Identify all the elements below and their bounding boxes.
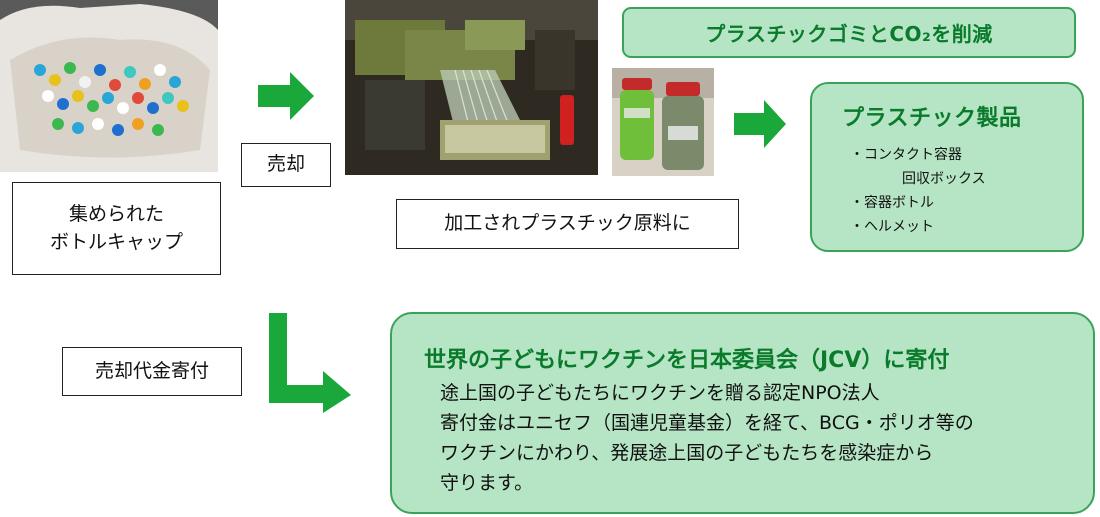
arrow-down-right-icon bbox=[265, 313, 355, 413]
processing-machine-photo bbox=[345, 0, 598, 175]
collected-caps-box: 集められた ボトルキャップ bbox=[12, 182, 221, 275]
sell-box: 売却 bbox=[241, 143, 331, 187]
reduce-banner-text: プラスチックゴミとCO₂を削減 bbox=[705, 22, 993, 46]
donate-proceeds-box: 売却代金寄付 bbox=[62, 347, 242, 396]
jcv-title: 世界の子どもにワクチンを日本委員会（JCV）に寄付 bbox=[424, 348, 950, 373]
donate-proceeds-label: 売却代金寄付 bbox=[94, 359, 209, 382]
collected-caps-line2: ボトルキャップ bbox=[49, 230, 183, 253]
reduce-banner: プラスチックゴミとCO₂を削減 bbox=[622, 7, 1076, 58]
product-item-1: ・コンタクト容器 bbox=[850, 147, 962, 163]
plastic-products-title: プラスチック製品 bbox=[842, 106, 1022, 131]
plastic-products-box: プラスチック製品 ・コンタクト容器 回収ボックス ・容器ボトル ・ヘルメット bbox=[810, 82, 1084, 252]
jcv-line-1: 途上国の子どもたちにワクチンを贈る認定NPO法人 bbox=[440, 382, 880, 404]
processed-material-box: 加工されプラスチック原料に bbox=[396, 199, 739, 249]
collected-caps-line1: 集められた bbox=[68, 202, 164, 225]
arrow-right-icon-2 bbox=[734, 100, 786, 148]
jcv-line-3: ワクチンにかわり、発展途上国の子どもたちを感染症から bbox=[440, 442, 934, 464]
sell-label: 売却 bbox=[266, 153, 305, 176]
jcv-line-2: 寄付金はユニセフ（国連児童基金）を経て、BCG・ポリオ等の bbox=[440, 412, 974, 434]
processed-material-label: 加工されプラスチック原料に bbox=[444, 212, 691, 235]
bottle-caps-photo bbox=[0, 0, 218, 172]
product-item-2: 回収ボックス bbox=[902, 171, 986, 187]
jcv-line-4: 守ります。 bbox=[440, 472, 534, 494]
arrow-right-icon bbox=[258, 72, 314, 120]
jcv-donation-box: 世界の子どもにワクチンを日本委員会（JCV）に寄付 途上国の子どもたちにワクチン… bbox=[390, 312, 1095, 514]
product-item-4: ・ヘルメット bbox=[850, 219, 934, 235]
plastic-pellets-photo bbox=[612, 68, 714, 176]
product-item-3: ・容器ボトル bbox=[850, 195, 934, 211]
